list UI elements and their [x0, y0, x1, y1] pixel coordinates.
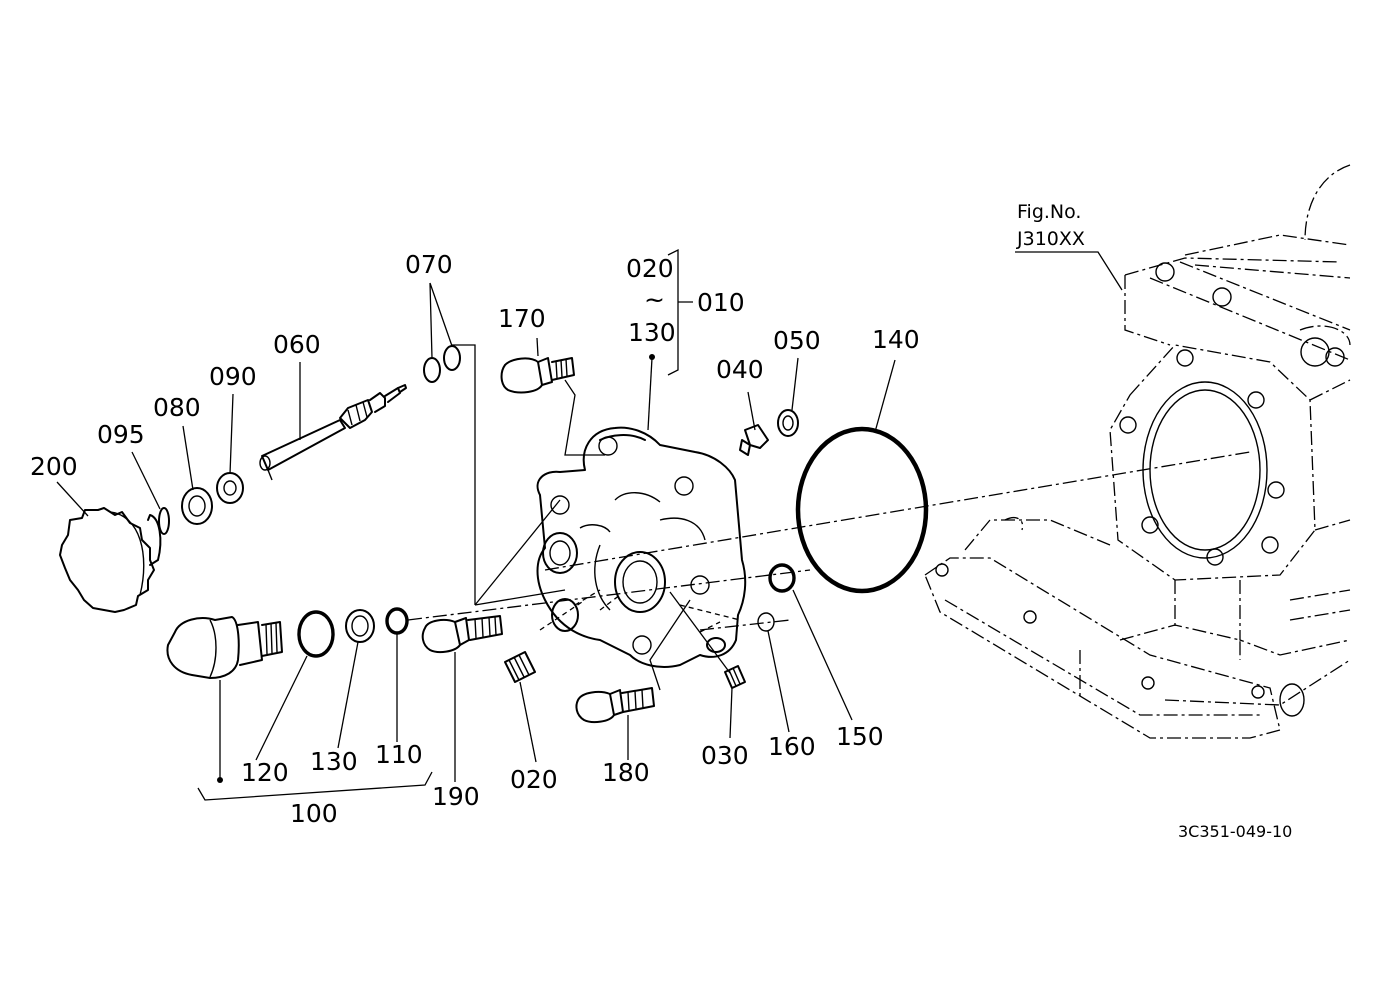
pin-095 [158, 507, 170, 535]
part-labels: 200 095 080 090 060 070 170 020 ~ 130 01… [30, 250, 920, 828]
fig-number: J310XX [1016, 228, 1085, 250]
label-040: 040 [716, 355, 764, 384]
set-screw-020 [504, 651, 536, 683]
label-range-tilde: ~ [644, 285, 665, 314]
plug-180 [575, 687, 655, 724]
o-ring-150 [768, 563, 796, 593]
label-200: 200 [30, 452, 78, 481]
o-ring-160 [757, 612, 775, 632]
label-060: 060 [273, 330, 321, 359]
plug-190 [421, 615, 503, 654]
label-160: 160 [768, 732, 816, 761]
centre-line [544, 451, 1251, 571]
washer-050 [777, 409, 799, 437]
o-ring-110 [385, 607, 409, 635]
o-rings-070 [423, 345, 461, 383]
fig-reference-leader [1015, 251, 1123, 291]
label-120: 120 [241, 758, 289, 787]
washer-080 [181, 487, 213, 525]
label-090: 090 [209, 362, 257, 391]
label-050: 050 [773, 326, 821, 355]
label-020: 020 [510, 765, 558, 794]
ref-dot-130 [649, 354, 655, 360]
label-170: 170 [498, 304, 546, 333]
ref-dot-100 [217, 777, 223, 783]
label-010: 010 [697, 288, 745, 317]
shaft-060 [259, 384, 407, 481]
plug-170 [500, 357, 575, 394]
washer-090 [216, 472, 244, 504]
label-020-range-start: 020 [626, 254, 674, 283]
o-ring-140 [795, 426, 929, 594]
label-190: 190 [432, 782, 480, 811]
label-080: 080 [153, 393, 201, 422]
o-ring-120 [297, 610, 335, 658]
label-100: 100 [290, 799, 338, 828]
label-150: 150 [836, 722, 884, 751]
hole-centre-line [699, 619, 791, 631]
transmission-housing [924, 164, 1351, 739]
label-140: 140 [872, 325, 920, 354]
label-180: 180 [602, 758, 650, 787]
knob-200 [59, 507, 162, 613]
washer-130 [345, 609, 375, 643]
fig-no-label: Fig.No. [1017, 201, 1081, 223]
drawing-code: 3C351-049-10 [1178, 822, 1292, 841]
fitting-040 [739, 424, 769, 456]
label-130: 130 [310, 747, 358, 776]
label-070: 070 [405, 250, 453, 279]
lower-centre-line [407, 569, 811, 621]
label-030: 030 [701, 741, 749, 770]
label-130-range-end: 130 [628, 318, 676, 347]
label-110: 110 [375, 740, 423, 769]
label-095: 095 [97, 420, 145, 449]
leader-lines [56, 248, 896, 801]
valve-assembly-100 [166, 616, 283, 679]
pump-cover [536, 426, 747, 668]
